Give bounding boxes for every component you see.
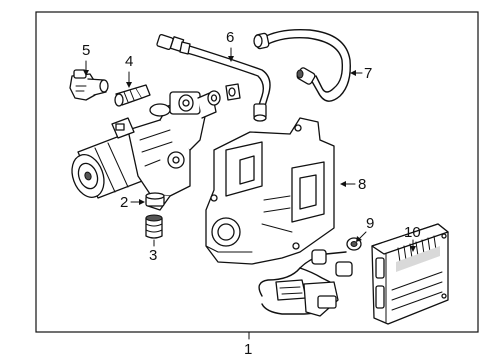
part-3-filter: [145, 214, 163, 239]
washers: [207, 83, 241, 106]
callout-8: 8: [340, 176, 366, 193]
callout-4: 4: [125, 53, 133, 88]
part-5-sensor-connector: [69, 69, 109, 101]
part-8-bracket: [205, 117, 335, 265]
callout-9: 9: [356, 215, 374, 242]
callout-6: 6: [226, 29, 234, 62]
actuator-assembly: [71, 91, 217, 211]
diagram-frame: [35, 11, 479, 333]
part-10-control-module: [371, 223, 449, 325]
part-7-hose: [253, 28, 351, 102]
callout-1: 1: [244, 331, 252, 358]
callout-5-number: 5: [82, 42, 90, 59]
callout-10-number: 10: [404, 224, 421, 241]
callout-5: 5: [82, 42, 90, 76]
callout-3-number: 3: [149, 247, 157, 264]
wiring-harness: [258, 249, 353, 317]
callout-6-number: 6: [226, 29, 234, 46]
callout-7-number: 7: [364, 65, 372, 82]
callout-2: 2: [120, 194, 145, 211]
callout-9-number: 9: [366, 215, 374, 232]
callout-1-number: 1: [244, 341, 252, 358]
part-6-hose: [156, 34, 271, 122]
callout-8-number: 8: [358, 176, 366, 193]
part-4-pressure-sensor: [114, 84, 151, 107]
callout-2-number: 2: [120, 194, 128, 211]
callout-4-number: 4: [125, 53, 133, 70]
callout-3: 3: [149, 239, 157, 264]
part-2-cap: [145, 192, 165, 207]
callout-10: 10: [404, 224, 421, 252]
callout-7: 7: [350, 65, 372, 82]
